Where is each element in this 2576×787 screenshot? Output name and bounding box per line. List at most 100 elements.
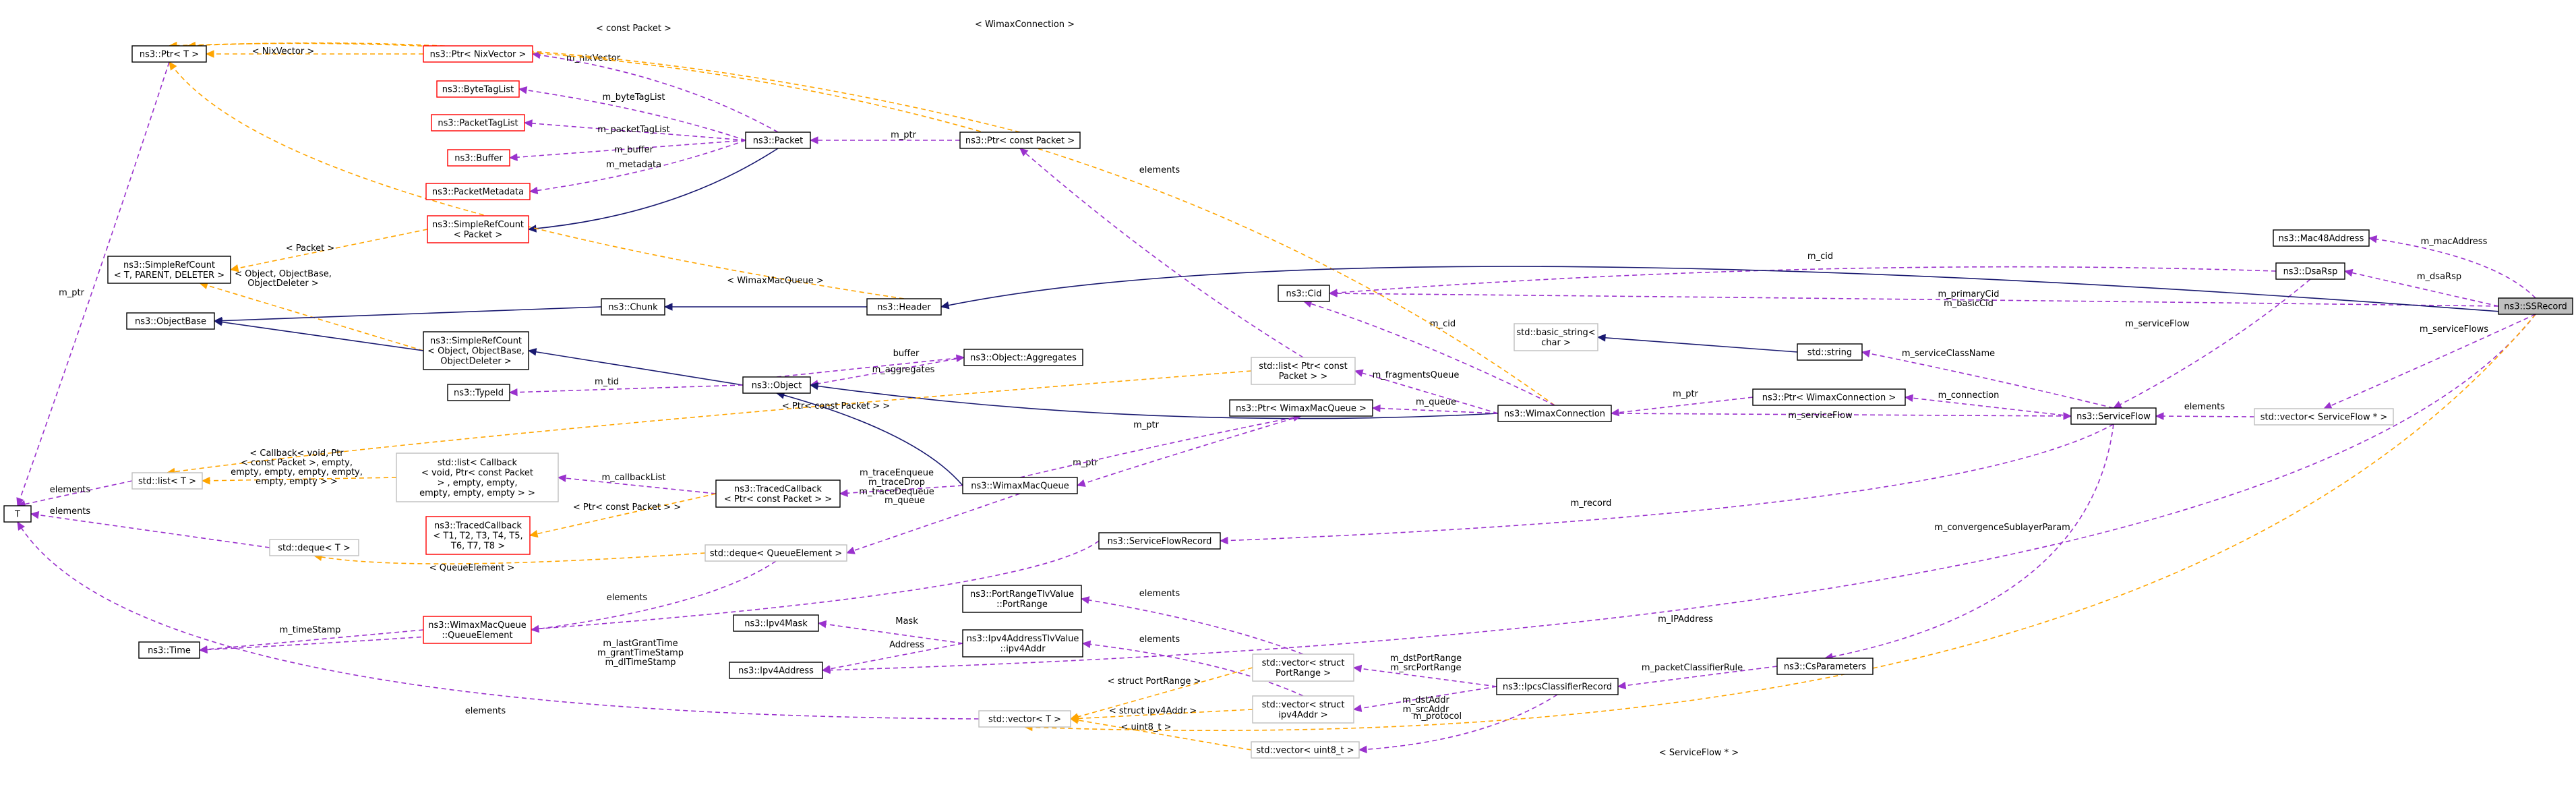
node-packettaglist[interactable]: ns3::PacketTagList: [431, 114, 525, 132]
node-deque-t[interactable]: std::deque< T >: [269, 539, 359, 556]
edge-line: [518, 88, 746, 141]
edge-ssrecord-to-mac48address: m_macAddress: [2368, 235, 2536, 299]
arrowhead: [1080, 596, 1090, 604]
node-packet[interactable]: ns3::Packet: [745, 132, 811, 149]
node-bytetaglist[interactable]: ns3::ByteTagList: [436, 80, 520, 98]
node-dsarsp[interactable]: ns3::DsaRsp: [2275, 262, 2345, 280]
node-label: T: [14, 510, 20, 520]
node-aggregates[interactable]: ns3::Object::Aggregates: [963, 349, 1083, 366]
edge-line: [1019, 415, 1302, 478]
edge-string-to-basic-string: [1596, 334, 1798, 353]
edge-label: m_buffer: [614, 145, 654, 155]
node-simplerefcount-packet[interactable]: ns3::SimpleRefCount< Packet >: [427, 215, 529, 243]
node-ipv4address[interactable]: ns3::Ipv4Address: [729, 662, 823, 679]
edge-serviceflow-to-serviceflowrecord: m_record: [1219, 424, 2114, 545]
edge-wimaxconnection-to-serviceflow: m_serviceFlow: [1611, 411, 2072, 421]
node-label: std::deque< QueueElement >: [710, 549, 842, 559]
edge-label: < uint8_t >: [1120, 722, 1171, 732]
node-box: [423, 45, 533, 63]
node-label: empty, empty, empty > >: [419, 488, 535, 498]
node-string[interactable]: std::string: [1797, 343, 1863, 361]
node-header[interactable]: ns3::Header: [866, 298, 942, 316]
node-serviceflowrecord[interactable]: ns3::ServiceFlowRecord: [1098, 532, 1221, 550]
node-ipcsclassifierrecord[interactable]: ns3::IpcsClassifierRecord: [1496, 678, 1619, 695]
edge-label: Mask: [895, 616, 918, 626]
node-ptr-nixvector[interactable]: ns3::Ptr< NixVector >: [423, 45, 533, 63]
node-buffer[interactable]: ns3::Buffer: [447, 149, 510, 167]
node-ptr-const-packet[interactable]: ns3::Ptr< const Packet >: [959, 132, 1081, 149]
node-label: ns3::WimaxConnection: [1504, 409, 1605, 419]
node-list-t[interactable]: std::list< T >: [131, 472, 203, 490]
arrowhead: [817, 620, 827, 629]
node-box: [131, 45, 207, 63]
node-ssrecord[interactable]: ns3::SSRecord: [2498, 297, 2573, 315]
edge-label: < struct PortRange >: [1108, 676, 1201, 687]
node-object[interactable]: ns3::Object: [742, 376, 811, 394]
edge-line: [810, 357, 965, 386]
node-ipv4mask[interactable]: ns3::Ipv4Mask: [733, 614, 819, 632]
node-simplerefcount-t[interactable]: ns3::SimpleRefCount< T, PARENT, DELETER …: [107, 256, 231, 284]
node-csparameters[interactable]: ns3::CsParameters: [1776, 658, 1874, 675]
node-serviceflow[interactable]: ns3::ServiceFlow: [2070, 407, 2157, 425]
edge-label: < QueueElement >: [429, 563, 515, 573]
edge-label: elements: [465, 706, 506, 716]
edge-line: [17, 61, 170, 506]
node-wimaxconnection[interactable]: ns3::WimaxConnection: [1497, 405, 1612, 422]
arrowhead: [2343, 268, 2354, 277]
node-packetmetadata[interactable]: ns3::PacketMetadata: [425, 183, 531, 200]
node-ptr-wimaxconnection[interactable]: ns3::Ptr< WimaxConnection >: [1752, 388, 1906, 406]
edge-header-to-ptr-t: < WimaxMacQueue >: [169, 61, 905, 299]
node-label: ns3::PacketTagList: [438, 119, 518, 129]
node-tracedcallback-t[interactable]: ns3::TracedCallback< T1, T2, T3, T4, T5,…: [425, 516, 531, 555]
node-chunk[interactable]: ns3::Chunk: [601, 298, 665, 316]
node-deque-queueelement[interactable]: std::deque< QueueElement >: [705, 544, 847, 562]
arrowhead: [169, 61, 177, 71]
edge-line: [1329, 293, 2499, 307]
edge-label: m_aggregates: [872, 365, 935, 375]
node-ptr-t[interactable]: ns3::Ptr< T >: [131, 45, 207, 63]
node-typeid[interactable]: ns3::TypeId: [447, 384, 510, 401]
node-mac48address[interactable]: ns3::Mac48Address: [2273, 229, 2370, 247]
node-basic-string[interactable]: std::basic_string<char >: [1514, 323, 1598, 351]
node-ipv4tlv[interactable]: ns3::Ipv4AddressTlvValue::ipv4Addr: [962, 629, 1083, 658]
edge-wimaxconnection-to-object: [809, 382, 1499, 419]
node-t[interactable]: T: [3, 505, 32, 523]
node-simplerefcount-object[interactable]: ns3::SimpleRefCount< Object, ObjectBase,…: [423, 331, 529, 370]
arrowhead: [2323, 402, 2333, 409]
edge-line: [846, 493, 1021, 554]
node-label: < Object, ObjectBase,: [427, 347, 525, 357]
edge-line: [214, 306, 602, 322]
arrowhead: [508, 388, 518, 397]
edge-packet-to-packetmetadata: m_metadata: [529, 140, 746, 195]
edge-label: elements: [1139, 589, 1180, 599]
node-vector-serviceflow[interactable]: std::vector< ServiceFlow * >: [2254, 408, 2394, 426]
node-ptr-wimaxmacqueue[interactable]: ns3::Ptr< WimaxMacQueue >: [1229, 399, 1373, 417]
node-wimaxmacqueue[interactable]: ns3::WimaxMacQueue: [962, 477, 1078, 494]
edge-line: [17, 480, 133, 506]
node-box: [1278, 285, 1330, 302]
arrowhead: [955, 354, 965, 362]
node-tracedcallback-ptr[interactable]: ns3::TracedCallback< Ptr< const Packet >…: [715, 479, 841, 508]
node-queueelement[interactable]: ns3::WimaxMacQueue::QueueElement: [423, 616, 532, 644]
node-list-callback[interactable]: std::list< Callback< void, Ptr< const Pa…: [396, 453, 559, 502]
edge-label: m_ptr: [1073, 458, 1099, 468]
edge-label: m_cid: [1807, 252, 1833, 262]
node-cid[interactable]: ns3::Cid: [1278, 285, 1330, 302]
node-label: ns3::DsaRsp: [2283, 267, 2338, 277]
node-box: [978, 710, 1071, 728]
node-vector-uint8[interactable]: std::vector< uint8_t >: [1251, 741, 1360, 759]
node-objectbase[interactable]: ns3::ObjectBase: [126, 312, 215, 330]
node-time[interactable]: ns3::Time: [138, 641, 200, 659]
node-box: [1252, 695, 1354, 724]
edge-line: [1824, 424, 2114, 659]
edge-deque-queueelement-to-queueelement: elements: [530, 560, 777, 633]
node-label: ns3::SimpleRefCount: [432, 220, 524, 230]
node-vector-t[interactable]: std::vector< T >: [978, 710, 1071, 728]
edge-ssrecord-to-dsarsp: m_dsaRsp: [2343, 268, 2499, 307]
node-portrangetlv[interactable]: ns3::PortRangeTlvValue::PortRange: [962, 585, 1082, 613]
